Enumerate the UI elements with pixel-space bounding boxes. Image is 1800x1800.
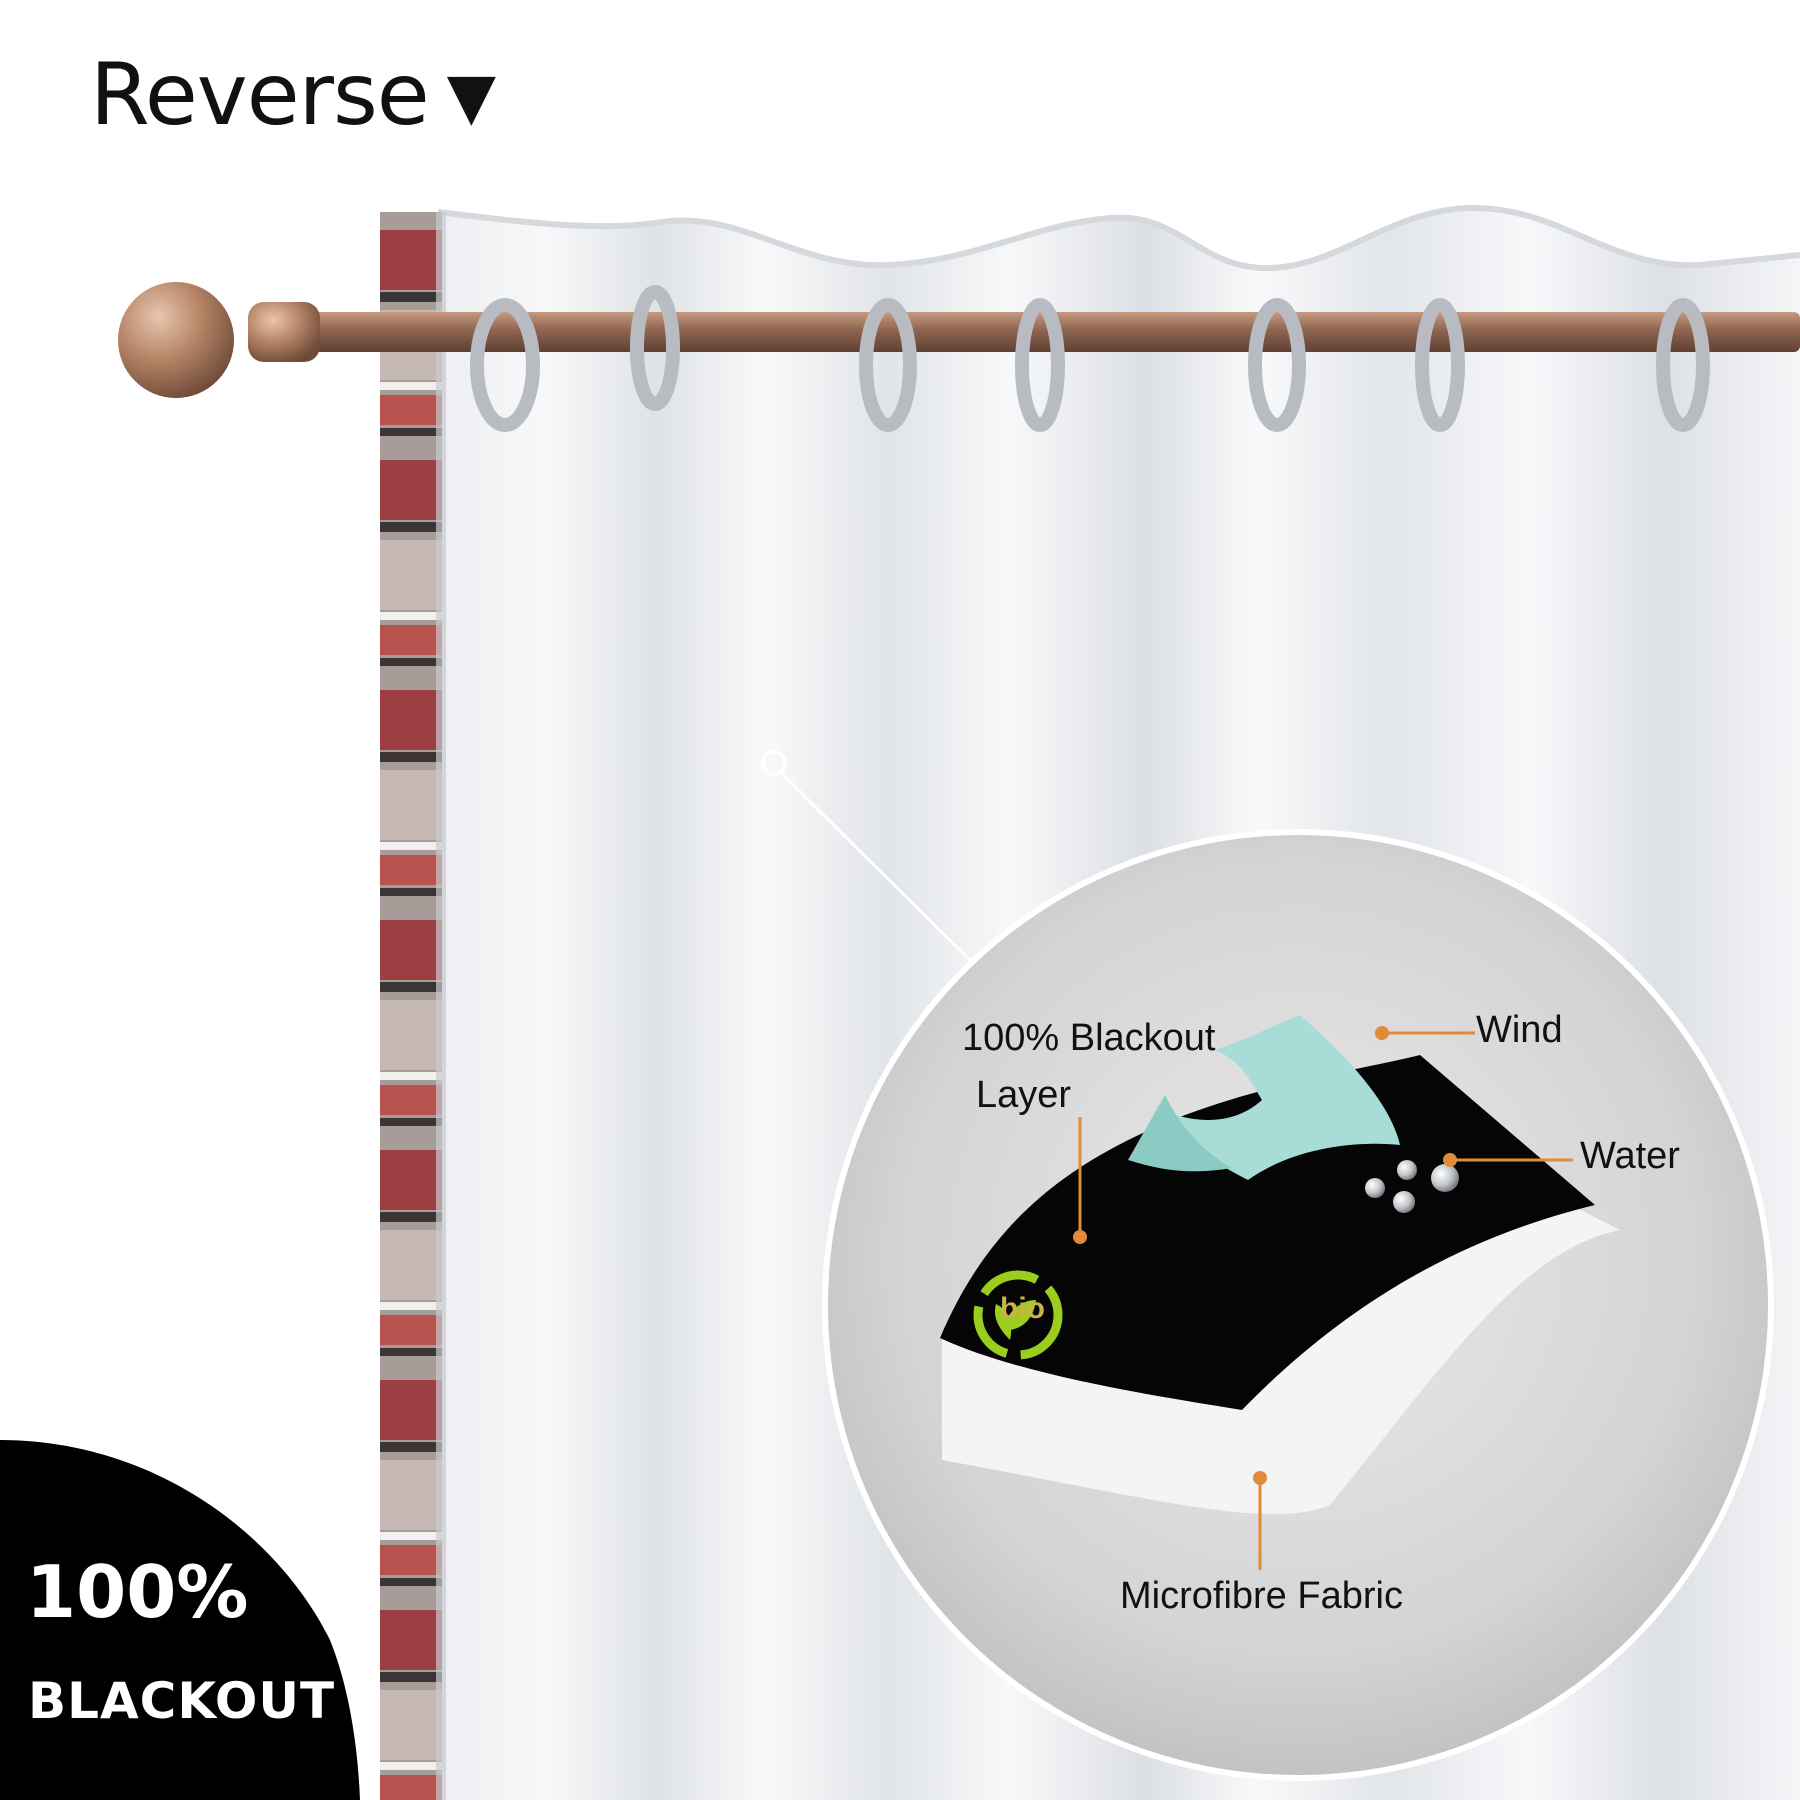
grommet <box>1015 298 1065 432</box>
blackout-badge <box>0 1440 360 1800</box>
page-title-text: Reverse <box>90 45 430 145</box>
label-blackout-line1: 100% Blackout <box>962 1017 1216 1059</box>
grommet <box>470 298 540 432</box>
grommets <box>470 285 1710 432</box>
callout-leader-line <box>776 768 977 967</box>
label-microfibre-fabric: Microfibre Fabric <box>1120 1575 1403 1617</box>
wind-ribbon <box>1155 1015 1400 1180</box>
label-blackout-layer: 100% Blackout Layer <box>962 1010 1216 1124</box>
rod-neck <box>248 302 320 362</box>
page-title: Reverse▼ <box>90 52 496 138</box>
curtain-top-hem <box>437 204 1800 272</box>
down-triangle-icon: ▼ <box>446 60 496 134</box>
bio-logo-text: bio <box>1000 1292 1045 1325</box>
grommet <box>859 298 917 432</box>
wind-ribbon-tail <box>1128 1095 1232 1172</box>
water-droplet <box>1397 1160 1417 1180</box>
callout-marker <box>761 750 787 776</box>
grommet <box>1248 298 1306 432</box>
zoom-circle: bio <box>822 829 1774 1781</box>
rod-finial-ball <box>118 282 234 398</box>
badge-word: BLACKOUT <box>28 1672 336 1730</box>
grommet <box>1656 298 1710 432</box>
water-droplet <box>1431 1164 1459 1192</box>
badge-percent: 100% <box>26 1550 249 1634</box>
blackout-layer <box>940 1055 1595 1410</box>
label-wind: Wind <box>1476 1009 1563 1051</box>
grommet <box>1415 298 1465 432</box>
water-droplet <box>1365 1178 1385 1198</box>
callout-lines <box>1073 1026 1573 1570</box>
label-blackout-line2: Layer <box>976 1074 1072 1116</box>
plaid-lining-edge <box>380 212 442 1800</box>
water-droplet <box>1393 1191 1415 1213</box>
plaid-edge-shadow <box>436 212 446 1800</box>
grommet <box>630 285 680 411</box>
bio-logo: bio <box>973 1270 1063 1360</box>
label-water: Water <box>1580 1135 1680 1177</box>
